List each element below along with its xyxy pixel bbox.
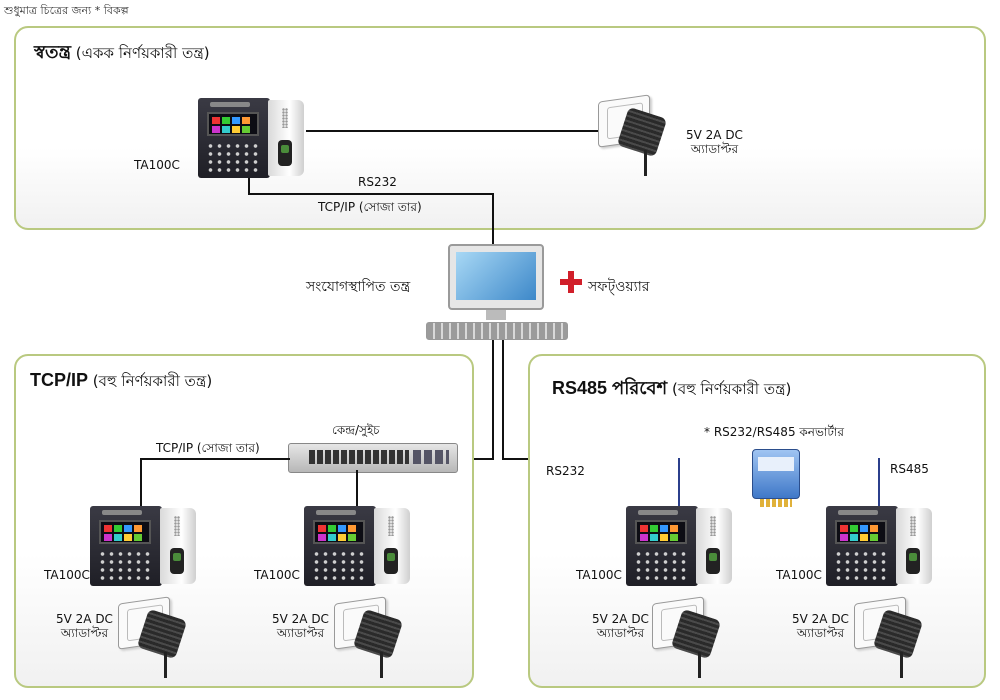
connected-system-label: সংযোগস্থাপিত তন্ত্র bbox=[306, 279, 411, 295]
software-label: সফট্ওয়্যার bbox=[588, 279, 650, 295]
plus-icon bbox=[560, 271, 582, 293]
tcpip-adapter-1 bbox=[118, 596, 208, 690]
tcpip-title-rest: (বহু নির্ণয়কারী তন্ত্র) bbox=[92, 372, 213, 390]
converter-label: * RS232/RS485 কনভার্টার bbox=[704, 425, 844, 439]
standalone-device-label: TA100C bbox=[134, 158, 180, 172]
tcpip-title-bold: TCP/IP bbox=[30, 370, 89, 390]
rs485-panel-rs485-label: RS485 bbox=[890, 462, 929, 476]
tcpip-cable-label: TCP/IP (সোজা তার) bbox=[156, 441, 260, 455]
rs485-terminal-1 bbox=[626, 506, 734, 586]
rs485-title-rest: (বহু নির্ণয়কারী তন্ত্র) bbox=[672, 380, 792, 398]
standalone-rs232-label: RS232 bbox=[358, 175, 397, 189]
rs485-title: RS485 পরিবেশ (বহু নির্ণয়কারী তন্ত্র) bbox=[552, 374, 791, 405]
standalone-title-rest: (একক নির্ণয়কারী তন্ত্র) bbox=[75, 44, 210, 62]
tcpip-terminal-1 bbox=[90, 506, 198, 586]
computer-icon bbox=[426, 244, 568, 344]
standalone-adapter bbox=[598, 94, 688, 188]
network-switch-icon bbox=[288, 443, 458, 473]
rs485-terminal-2 bbox=[826, 506, 934, 586]
rs485-panel-rs232-label: RS232 bbox=[546, 464, 585, 478]
tcpip-device-label-1: TA100C bbox=[44, 568, 90, 582]
standalone-terminal bbox=[198, 98, 306, 178]
rs485-device-label-1: TA100C bbox=[576, 568, 622, 582]
standalone-title: স্বতন্ত্র (একক নির্ণয়কারী তন্ত্র) bbox=[34, 38, 210, 69]
rs485-title-bold: RS485 পরিবেশ bbox=[552, 378, 668, 398]
rs232-rs485-converter-icon bbox=[752, 449, 800, 507]
standalone-title-bold: স্বতন্ত্র bbox=[34, 42, 71, 62]
standalone-panel bbox=[14, 26, 986, 230]
illustration-note: শুধুমাত্র চিত্রের জন্য * বিকল্প bbox=[4, 4, 129, 17]
tcpip-adapter-2 bbox=[334, 596, 424, 690]
rs485-adapter-1 bbox=[652, 596, 742, 690]
tcpip-device-label-2: TA100C bbox=[254, 568, 300, 582]
rs485-adapter-2 bbox=[854, 596, 944, 690]
tcpip-terminal-2 bbox=[304, 506, 412, 586]
tcpip-title: TCP/IP (বহু নির্ণয়কারী তন্ত্র) bbox=[30, 370, 212, 395]
hub-switch-label: কেন্দ্র/সুইচ bbox=[332, 423, 380, 437]
rs485-device-label-2: TA100C bbox=[776, 568, 822, 582]
standalone-tcpip-label: TCP/IP (সোজা তার) bbox=[318, 200, 422, 214]
